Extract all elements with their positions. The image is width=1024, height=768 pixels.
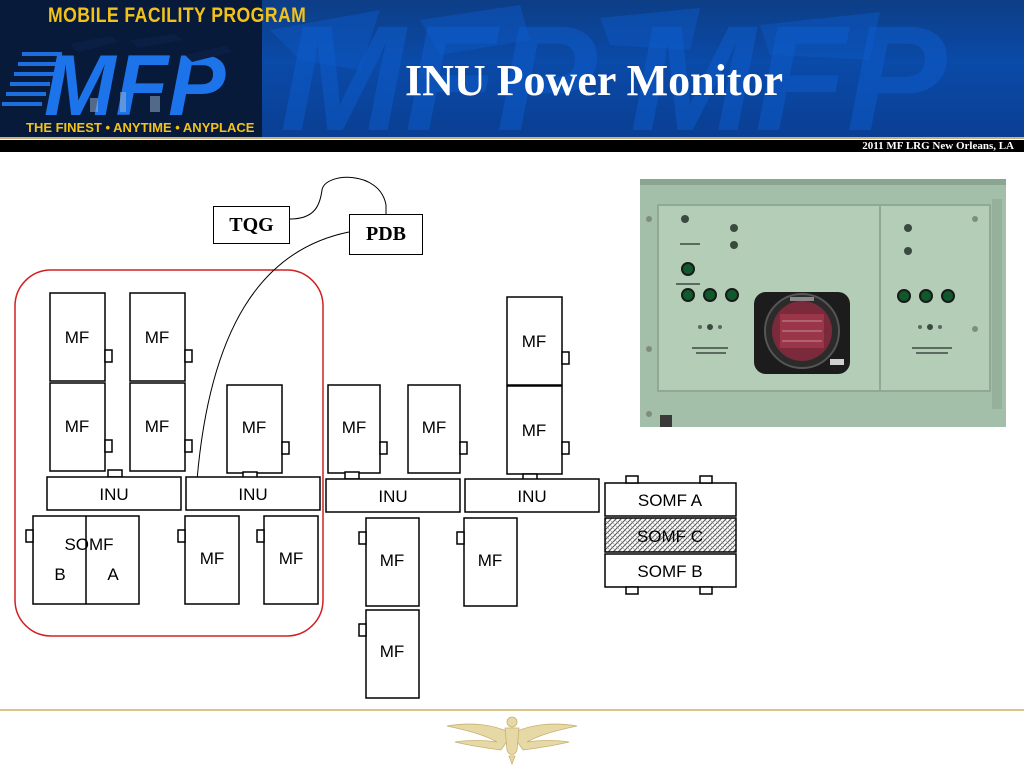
mf-label: MF (279, 549, 304, 568)
mf-label: MF (380, 551, 405, 570)
logo-tagline: THE FINEST • ANYTIME • ANYPLACE (26, 120, 255, 135)
somf-c-label: SOMF C (637, 527, 703, 546)
mf-unit (463, 517, 518, 607)
banner-watermark-logo-2: MFP (630, 0, 948, 137)
naval-aviator-wings-icon (446, 716, 578, 766)
somf-b-unit (604, 553, 737, 588)
mf-unit (184, 515, 240, 605)
mf-unit (506, 385, 563, 475)
logo-art: MFP (2, 34, 232, 134)
program-name: MOBILE FACILITY PROGRAM (48, 4, 307, 27)
inu-label: INU (238, 485, 267, 504)
mf-unit (49, 292, 106, 382)
tqg-label: TQG (213, 206, 290, 244)
somf-b-label: SOMF B (637, 562, 702, 581)
inu-unit (185, 476, 321, 511)
mf-label: MF (422, 418, 447, 437)
footer-rule (0, 709, 1024, 711)
pdb-to-inu-cable (196, 231, 350, 481)
inu-label: INU (517, 487, 546, 506)
banner-watermark-logo: MFP (280, 0, 598, 137)
header-rule (0, 137, 1024, 139)
somf-c-unit (604, 517, 737, 553)
mf-label: MF (145, 417, 170, 436)
mf-unit (129, 292, 186, 382)
somf-a-unit (604, 482, 737, 517)
pdb-label: PDB (349, 214, 423, 255)
event-caption: 2011 MF LRG New Orleans, LA (862, 140, 1014, 152)
mf-label: MF (65, 417, 90, 436)
inu-group-highlight (14, 269, 324, 637)
mf-label: MF (522, 332, 547, 351)
mf-unit (365, 517, 420, 607)
mf-unit (365, 609, 420, 699)
mf-label: MF (478, 551, 503, 570)
inu-unit (325, 478, 461, 513)
somf-a-label: SOMF A (638, 491, 703, 510)
facility-layout-diagram: MF MF MF MF MF MF MF MF MF INU INU INU I… (14, 176, 737, 699)
mf-unit (226, 384, 283, 474)
banner-background-art: MFP MFP (270, 0, 948, 137)
header-banner: MFP MFP MFP M (0, 0, 1024, 137)
mfp-logo: MFP MOBILE FACILITY PROGRAM THE FINEST •… (0, 0, 306, 137)
header-black-bar (0, 140, 1024, 152)
mf-label: MF (145, 328, 170, 347)
mf-unit (506, 296, 563, 386)
tqg-to-pdb-cable (289, 176, 387, 220)
inu-unit (464, 478, 600, 513)
mf-label: MF (522, 421, 547, 440)
mf-unit (49, 382, 106, 472)
mf-unit (129, 382, 186, 472)
mf-unit (327, 384, 381, 474)
power-monitor-panel-photo (640, 179, 1006, 427)
inu-label: INU (99, 485, 128, 504)
mf-label: MF (342, 418, 367, 437)
somf-label: SOMF (64, 535, 113, 554)
inu-label: INU (378, 487, 407, 506)
somf-a-short-label: A (107, 565, 119, 584)
mf-unit (407, 384, 461, 474)
mf-unit (263, 515, 319, 605)
somf-b-short-label: B (54, 565, 65, 584)
inu-unit (46, 476, 182, 511)
slide-title: INU Power Monitor (405, 56, 783, 105)
mf-label: MF (380, 642, 405, 661)
mf-label: MF (200, 549, 225, 568)
mf-label: MF (65, 328, 90, 347)
mf-label: MF (242, 418, 267, 437)
